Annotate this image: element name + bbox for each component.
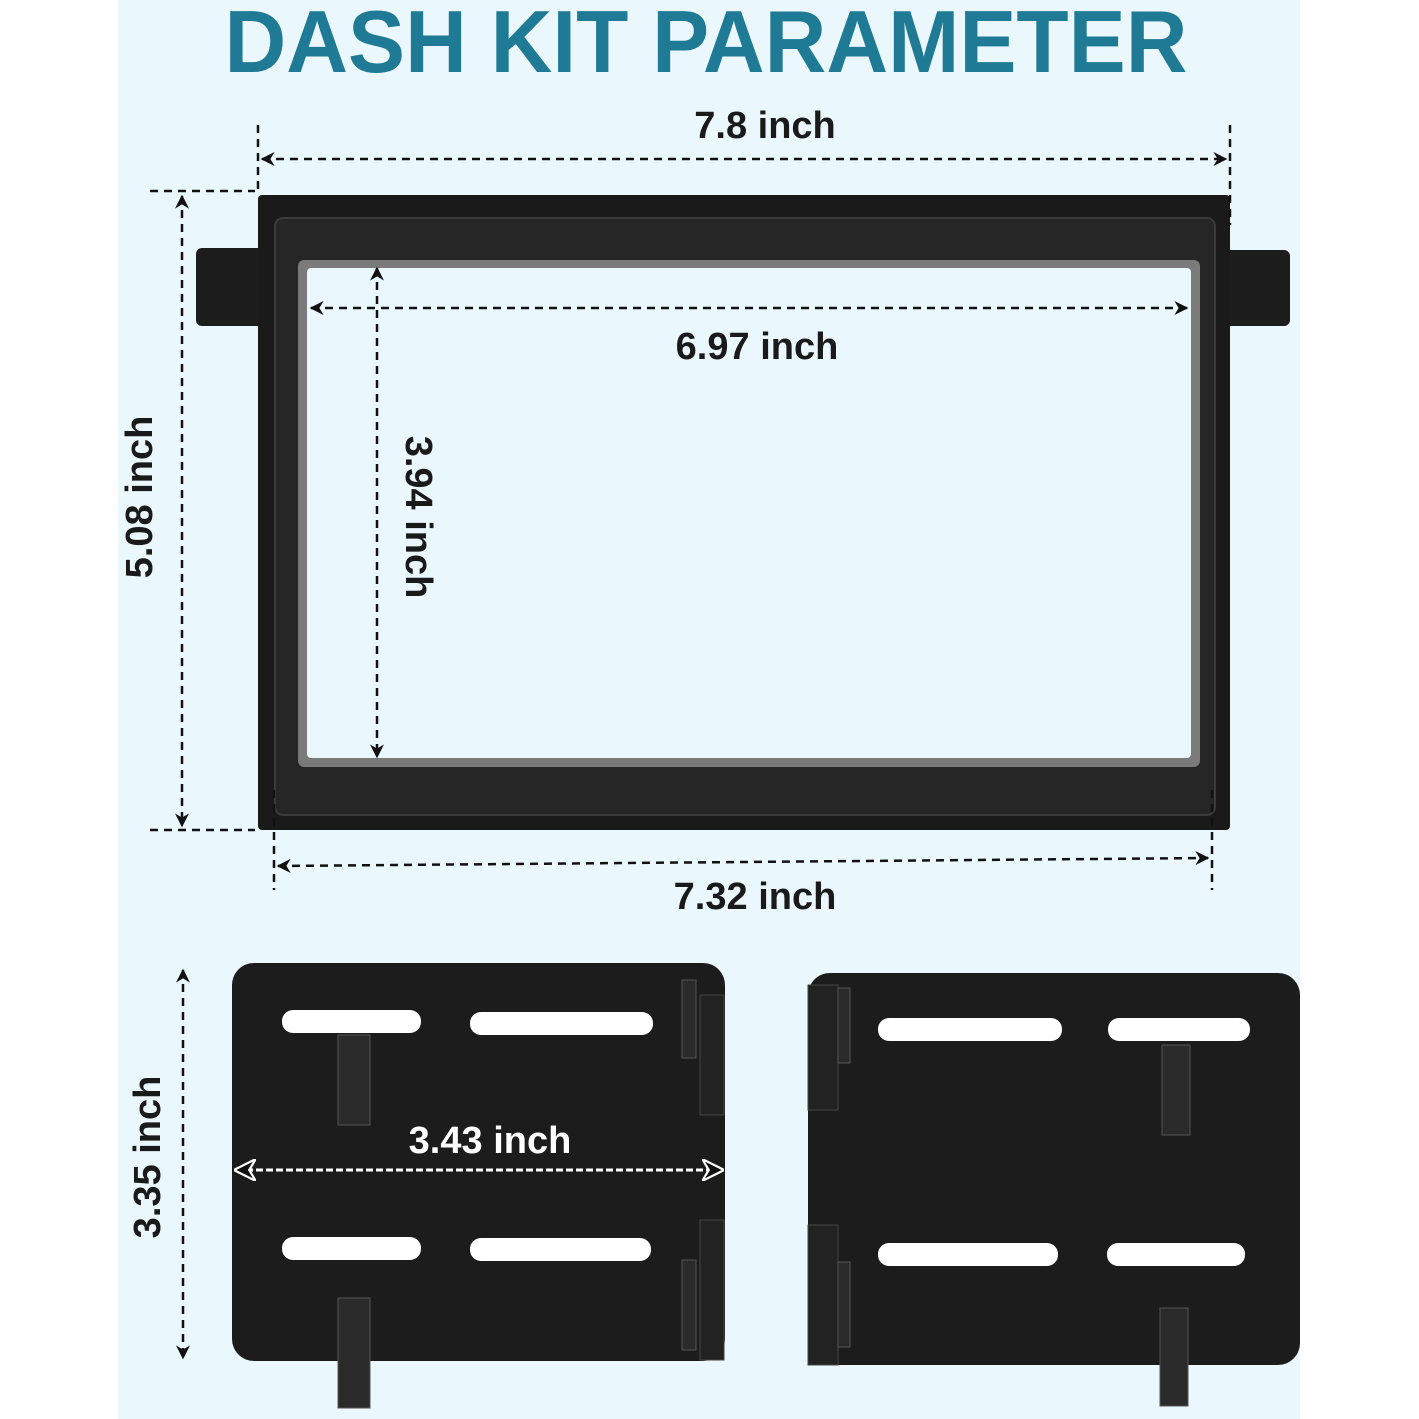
left-tab xyxy=(196,248,276,326)
left-bracket xyxy=(232,963,725,1409)
dimension-lines xyxy=(150,125,1232,1360)
outer-height-label: 5.08 inch xyxy=(119,416,161,579)
bracket-width-label: 3.43 inch xyxy=(409,1120,572,1162)
inner-height-label: 3.94 inch xyxy=(397,436,439,599)
right-tab xyxy=(1212,250,1290,326)
outer-width-label: 7.8 inch xyxy=(694,105,836,147)
inner-width-label: 6.97 inch xyxy=(676,326,839,368)
bottom-width-label: 7.32 inch xyxy=(674,876,837,918)
bracket-height-label: 3.35 inch xyxy=(127,1076,169,1239)
page-title: DASH KIT PARAMETER xyxy=(225,0,1188,91)
right-bracket xyxy=(807,973,1300,1407)
dash-frame xyxy=(196,195,1290,830)
screen-opening xyxy=(307,268,1191,758)
